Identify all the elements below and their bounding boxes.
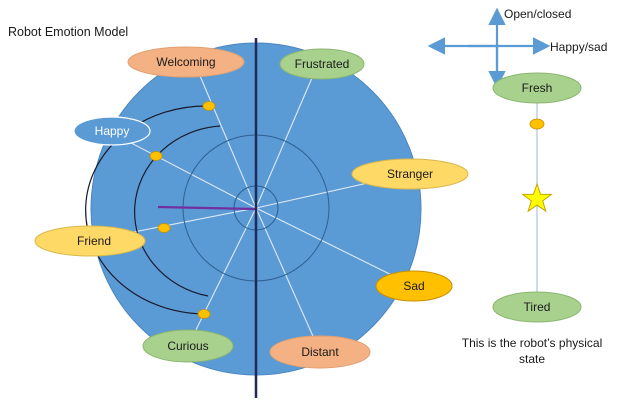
fresh-node	[492, 72, 582, 104]
current-state-star-icon	[521, 182, 553, 213]
emotion-label-stranger: Stranger	[387, 167, 433, 181]
emotion-label-friend: Friend	[77, 234, 111, 248]
spoke-curious	[187, 207, 257, 347]
marker-dot	[202, 101, 216, 111]
spoke-happy	[111, 132, 257, 209]
emotion-welcoming: Welcoming	[127, 46, 245, 78]
emotion-distant: Distant	[269, 335, 371, 369]
emotion-sad: Sad	[375, 270, 453, 302]
happy-sad-label: Happy/sad	[550, 40, 607, 54]
arc-inner	[134, 125, 221, 297]
marker-dot	[197, 309, 211, 319]
spoke-welcoming	[194, 63, 257, 209]
emotion-friend: Friend	[34, 225, 146, 257]
marker-dot	[149, 151, 163, 161]
tired-node	[492, 291, 582, 323]
emotion-curious: Curious	[142, 329, 234, 363]
emotion-stranger: Stranger	[351, 158, 469, 190]
marker-dot	[157, 223, 171, 233]
spoke-distant	[255, 207, 321, 353]
spoke-frustrated	[255, 63, 319, 209]
state-marker-dot	[529, 118, 545, 130]
emotion-happy: Happy	[73, 116, 151, 146]
position-markers	[149, 101, 216, 319]
diagram-title: Robot Emotion Model	[8, 25, 128, 39]
tired-label: Tired	[524, 300, 551, 314]
emotion-nodes: Welcoming Frustrated Happy Stranger Frie…	[34, 46, 469, 369]
emotion-label-happy: Happy	[95, 124, 130, 138]
emotion-label-distant: Distant	[301, 345, 339, 359]
physical-state-scale: Fresh Tired This is the robot’s physical…	[462, 72, 603, 366]
emotion-label-sad: Sad	[403, 279, 424, 293]
open-closed-label: Open/closed	[504, 7, 571, 21]
physical-state-caption-line1: This is the robot’s physical	[462, 336, 603, 350]
emotion-label-frustrated: Frustrated	[295, 57, 350, 71]
emotion-spokes	[87, 63, 415, 353]
emotion-pointer	[157, 205, 257, 211]
physical-state-caption-line2: state	[519, 352, 545, 366]
emotion-frustrated: Frustrated	[279, 48, 365, 80]
axes-legend: Open/closed Happy/sad	[427, 7, 607, 89]
emotion-label-welcoming: Welcoming	[156, 55, 215, 69]
fresh-label: Fresh	[522, 81, 553, 95]
emotion-label-curious: Curious	[167, 339, 208, 353]
arc-outer	[85, 105, 210, 315]
spoke-sad	[255, 207, 415, 287]
trajectory-arcs	[85, 105, 221, 315]
